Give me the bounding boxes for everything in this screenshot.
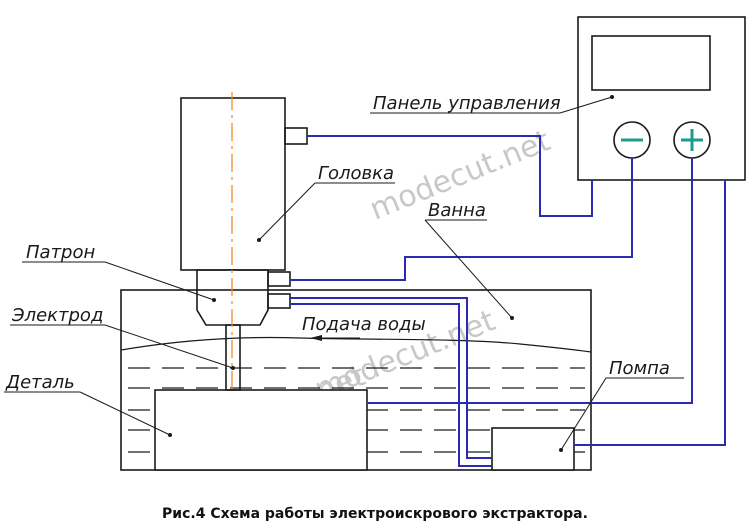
head-connector-top xyxy=(284,127,308,145)
water-hose-inner xyxy=(290,303,492,467)
chuck-connector-lower xyxy=(267,293,291,309)
wire-pump-to-panel xyxy=(574,180,726,446)
label-control-panel: Панель управления xyxy=(373,93,561,114)
water-surface xyxy=(120,336,592,353)
control-panel-display xyxy=(591,35,711,91)
chuck xyxy=(196,269,269,326)
label-pump: Помпа xyxy=(609,358,670,379)
minus-terminal xyxy=(613,121,651,159)
wiring xyxy=(290,135,726,467)
label-bath: Ванна xyxy=(428,200,486,221)
label-electrode: Электрод xyxy=(11,305,103,326)
label-chuck: Патрон xyxy=(26,242,95,263)
workpiece xyxy=(154,389,368,471)
pump xyxy=(491,427,575,471)
electrode xyxy=(225,324,241,391)
label-workpiece: Деталь xyxy=(5,372,75,393)
wire-minus-to-chuck xyxy=(290,158,633,281)
wire-head-to-panel xyxy=(307,135,593,217)
leader-lines xyxy=(4,95,684,452)
label-water-supply: Подача воды xyxy=(302,314,426,335)
plus-terminal xyxy=(673,121,711,159)
figure-caption: Рис.4 Схема работы электроискрового экст… xyxy=(162,506,588,522)
control-panel xyxy=(577,16,746,181)
water-hose-outer xyxy=(290,297,492,459)
label-head: Головка xyxy=(318,163,394,184)
labels: Панель управления Головка Ванна Патрон Э… xyxy=(5,93,670,393)
wire-plus-to-workpiece xyxy=(367,158,693,404)
water-flow-arrow xyxy=(310,335,360,341)
head-body xyxy=(180,97,286,271)
chuck-connector-upper xyxy=(267,271,291,287)
